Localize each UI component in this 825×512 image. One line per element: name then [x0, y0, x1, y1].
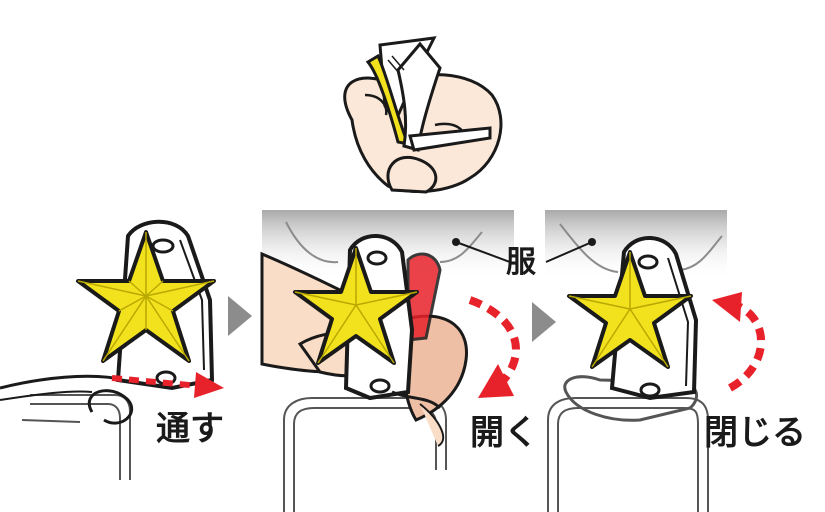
panel-open: [260, 210, 520, 512]
star-clip-icon: [293, 234, 419, 401]
curved-arrow-icon: [468, 296, 520, 398]
label-open: 開く: [470, 413, 538, 453]
label-pass-through: 通す: [156, 409, 224, 449]
badge-holder-outline: [21, 394, 131, 480]
label-close: 閉じる: [704, 413, 806, 453]
step-arrow-icon: [532, 302, 556, 342]
panel-pass-through: [0, 219, 224, 480]
hand-pinch-icon: [343, 36, 503, 194]
panel-close: [545, 210, 765, 512]
step-arrow-icon: [228, 296, 252, 336]
curved-arrow-icon: [712, 292, 765, 392]
label-clothes: 服: [506, 245, 536, 280]
curved-arrow-icon: [111, 372, 224, 398]
star-clip-icon: [567, 236, 699, 401]
cord: [0, 374, 126, 390]
star-clip-icon: [76, 219, 216, 391]
